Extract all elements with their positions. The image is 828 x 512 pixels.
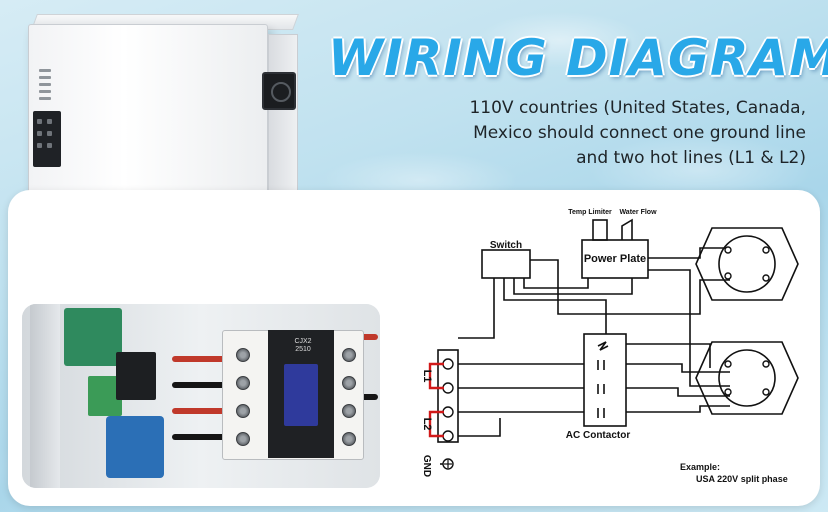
contactor-photo: CJX2 2510 (22, 304, 380, 488)
switch-box (481, 249, 531, 279)
water-flow-symbol (621, 218, 633, 240)
example-detail: USA 220V split phase (696, 474, 788, 484)
heating-element-top (695, 227, 799, 301)
element-pin (762, 360, 770, 368)
l1-label: L1 (421, 370, 433, 383)
vent-slots (39, 69, 53, 109)
terminal-screw (236, 432, 250, 446)
l1-red-wire (428, 362, 444, 390)
terminal-block (437, 349, 459, 443)
transformer (106, 416, 164, 478)
subtitle-line: and two hot lines (L1 & L2) (576, 148, 806, 168)
terminal-screw (236, 376, 250, 390)
subtitle: 110V countries (United States, Canada, M… (386, 96, 806, 171)
temp-limiter-label: Temp Limiter (568, 209, 612, 216)
l2-label: L2 (421, 418, 433, 431)
element-pin (724, 272, 732, 280)
control-display (33, 111, 61, 167)
red-wire (172, 356, 228, 362)
terminal-screw (442, 406, 454, 418)
temp-limiter-symbol (592, 219, 608, 241)
element-pin (724, 360, 732, 368)
heating-element-top-ring (718, 235, 776, 293)
element-pin (724, 388, 732, 396)
black-wire (172, 382, 228, 388)
relay (116, 352, 156, 400)
terminal-screw (442, 358, 454, 370)
l2-red-wire (428, 410, 444, 438)
red-wire (172, 408, 228, 414)
element-pin (724, 246, 732, 254)
heating-element-bottom-ring (718, 349, 776, 407)
element-pin (762, 274, 770, 282)
black-wire (172, 434, 228, 440)
enclosure-wall (30, 304, 60, 488)
subtitle-line: 110V countries (United States, Canada, (469, 98, 806, 118)
terminal-screw (342, 432, 356, 446)
ac-contactor-box (583, 333, 627, 427)
wiring-diagram: Switch Power Plate Temp Limiter Water Fl… (421, 209, 799, 484)
black-wire (358, 394, 378, 400)
power-plate-box (581, 239, 649, 279)
contactor-model-text: CJX2 2510 (294, 338, 312, 353)
terminal-screw (342, 348, 356, 362)
page-title: WIRING DIAGRAM (328, 29, 828, 87)
terminal-screw (442, 382, 454, 394)
switch-label: Switch (490, 240, 522, 251)
power-plate-label: Power Plate (584, 253, 646, 265)
heating-element-bottom (695, 341, 799, 415)
terminal-screw (442, 430, 454, 442)
terminal-screw (236, 348, 250, 362)
water-flow-label: Water Flow (619, 209, 657, 216)
ac-contactor-label: AC Contactor (566, 430, 631, 441)
subtitle-line: Mexico should connect one ground line (473, 123, 806, 143)
element-pin (762, 388, 770, 396)
example-label: Example: (680, 462, 720, 472)
terminal-screw (342, 404, 356, 418)
terminal-screw (342, 376, 356, 390)
power-knob (262, 72, 296, 110)
element-pin (762, 246, 770, 254)
terminal-screw (236, 404, 250, 418)
gnd-label: GND (421, 455, 432, 477)
red-wire (358, 334, 378, 340)
circuit-board (64, 308, 122, 366)
contactor-window (284, 364, 318, 426)
